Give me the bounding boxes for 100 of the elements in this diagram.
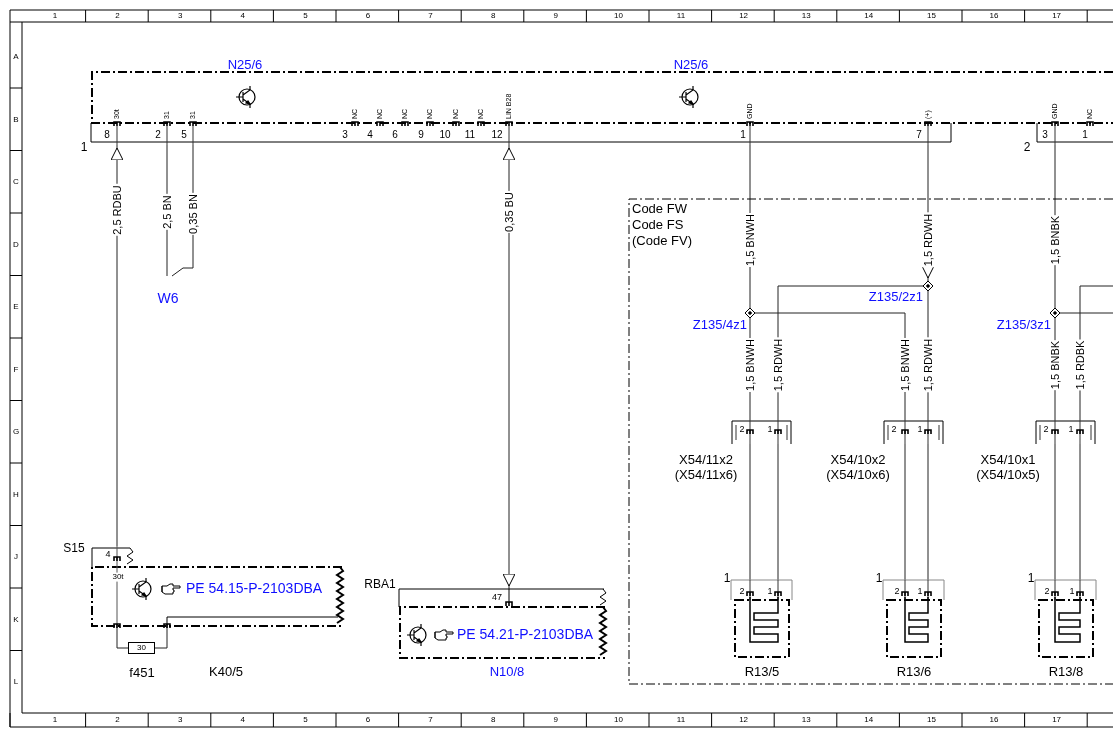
grid-reference: 16	[989, 715, 999, 725]
wire-label: 1,5 RDWH	[772, 337, 784, 393]
grid-reference: D	[13, 240, 19, 249]
grid-reference: 11	[676, 715, 686, 725]
fuse-designation: f451	[128, 665, 156, 680]
grid-reference: 15	[926, 11, 936, 21]
wire	[777, 443, 779, 581]
pin-number: 2	[1043, 425, 1049, 435]
grid-reference: A	[13, 52, 19, 62]
grid-reference: 14	[864, 715, 874, 725]
connector-number: 1	[1027, 572, 1035, 586]
grid-reference: 2	[115, 11, 120, 21]
grid-reference: G	[12, 427, 20, 437]
connector-designation: X54/11x2 (X54/11x6)	[673, 452, 739, 482]
component-designation: K40/5	[208, 664, 244, 679]
pin-number: 4	[367, 128, 373, 140]
grid-reference: J	[14, 552, 18, 562]
grid-reference: 3	[177, 715, 183, 725]
grid-reference: 2	[115, 715, 120, 725]
grid-reference: 10	[613, 11, 623, 21]
grid-reference: 1	[52, 11, 58, 21]
grid-reference: 7	[428, 715, 433, 725]
pin-number: 2	[1044, 587, 1050, 597]
grid-reference: 4	[240, 11, 245, 21]
connector-number: 2	[1023, 141, 1031, 155]
grid-reference: 17	[1052, 11, 1062, 21]
connector-name: S15	[63, 542, 85, 556]
grid-reference: 6	[365, 11, 371, 21]
grid-reference: L	[13, 677, 19, 687]
connector-number: 1	[723, 572, 731, 586]
grid-reference: 11	[676, 11, 686, 21]
option-area-frame	[628, 198, 1113, 685]
wire	[154, 627, 168, 649]
module-designation: N10/8	[488, 664, 526, 679]
module-designation: N25/6	[226, 57, 264, 72]
grid-reference: 5	[303, 11, 308, 21]
grid-reference: 17	[1052, 715, 1062, 725]
grid-reference: 1	[52, 715, 58, 725]
wire-label: 2,5 RDBU	[111, 184, 123, 236]
wire	[1054, 443, 1056, 581]
splice-designation: Z135/4z1	[691, 317, 747, 332]
wire-label: 1,5 RDWH	[922, 212, 934, 268]
pin-number: 7	[916, 128, 922, 140]
pin-number: 1	[1082, 128, 1088, 140]
pin-name: 30t	[112, 572, 124, 582]
grid-reference: 13	[801, 715, 811, 725]
grid-reference: 16	[989, 11, 999, 21]
grid-reference: 12	[739, 715, 749, 725]
grid-reference: 14	[864, 11, 874, 21]
grid-reference: 12	[739, 11, 749, 21]
pin-number: 8	[104, 128, 110, 140]
grid-reference: 8	[490, 715, 496, 725]
wire-label: 1,5 RDBK	[1074, 339, 1086, 391]
grid-reference: H	[13, 490, 19, 499]
grid-reference: 6	[365, 715, 371, 725]
grid-reference: 8	[490, 11, 496, 21]
wire-label: 0,35 BU	[503, 191, 515, 233]
grid-reference: 3	[177, 11, 183, 21]
pin-number: 2	[739, 425, 745, 435]
pin-number: 2	[739, 587, 745, 597]
grid-reference: 10	[613, 715, 623, 725]
wire	[1079, 443, 1081, 581]
component-designation: R13/6	[895, 664, 933, 679]
wire-label: 1,5 RDWH	[922, 337, 934, 393]
pin-number: 47	[492, 593, 502, 603]
wire-label: 1,5 BNWH	[744, 213, 756, 267]
module-designation: N25/6	[672, 57, 710, 72]
pin-number: 4	[105, 550, 111, 560]
connector-number: 1	[875, 572, 883, 586]
grid-reference: K	[13, 615, 19, 624]
wire-label: 1,5 BNWH	[899, 338, 911, 392]
connector-number: 1	[80, 141, 88, 155]
connector-designation: X54/10x2 (X54/10x6)	[825, 452, 891, 482]
pin-number: 9	[418, 128, 424, 140]
ground-label: W6	[155, 276, 181, 306]
pin-number: 2	[891, 425, 897, 435]
connector-designation: X54/10x1 (X54/10x5)	[975, 452, 1041, 482]
wire-label: 1,5 BNBK	[1049, 214, 1061, 266]
splice-designation: Z135/3z1	[995, 317, 1051, 332]
pin-number: 6	[392, 128, 398, 140]
wire	[1059, 312, 1113, 314]
grid-reference: 9	[553, 11, 558, 21]
grid-reference: F	[13, 365, 19, 374]
component-designation: R13/5	[743, 664, 781, 679]
pin-number: 11	[464, 128, 476, 140]
pin-number: 1	[767, 425, 773, 435]
pin-number: 5	[181, 128, 187, 140]
wire	[116, 627, 129, 649]
wire-label: 0,35 BN	[187, 193, 199, 235]
pin-number: 1	[917, 425, 923, 435]
grid-reference: 15	[926, 715, 936, 725]
pin-number: 2	[894, 587, 900, 597]
wire	[110, 144, 124, 547]
wire-label: 2,5 BN	[161, 194, 173, 230]
grid-reference: 13	[801, 11, 811, 21]
pin-number: 1	[1069, 587, 1075, 597]
wire	[502, 144, 516, 590]
fuse-rating: 30	[136, 644, 147, 653]
pin-number: 3	[1042, 128, 1048, 140]
pin-number: 10	[439, 128, 451, 140]
